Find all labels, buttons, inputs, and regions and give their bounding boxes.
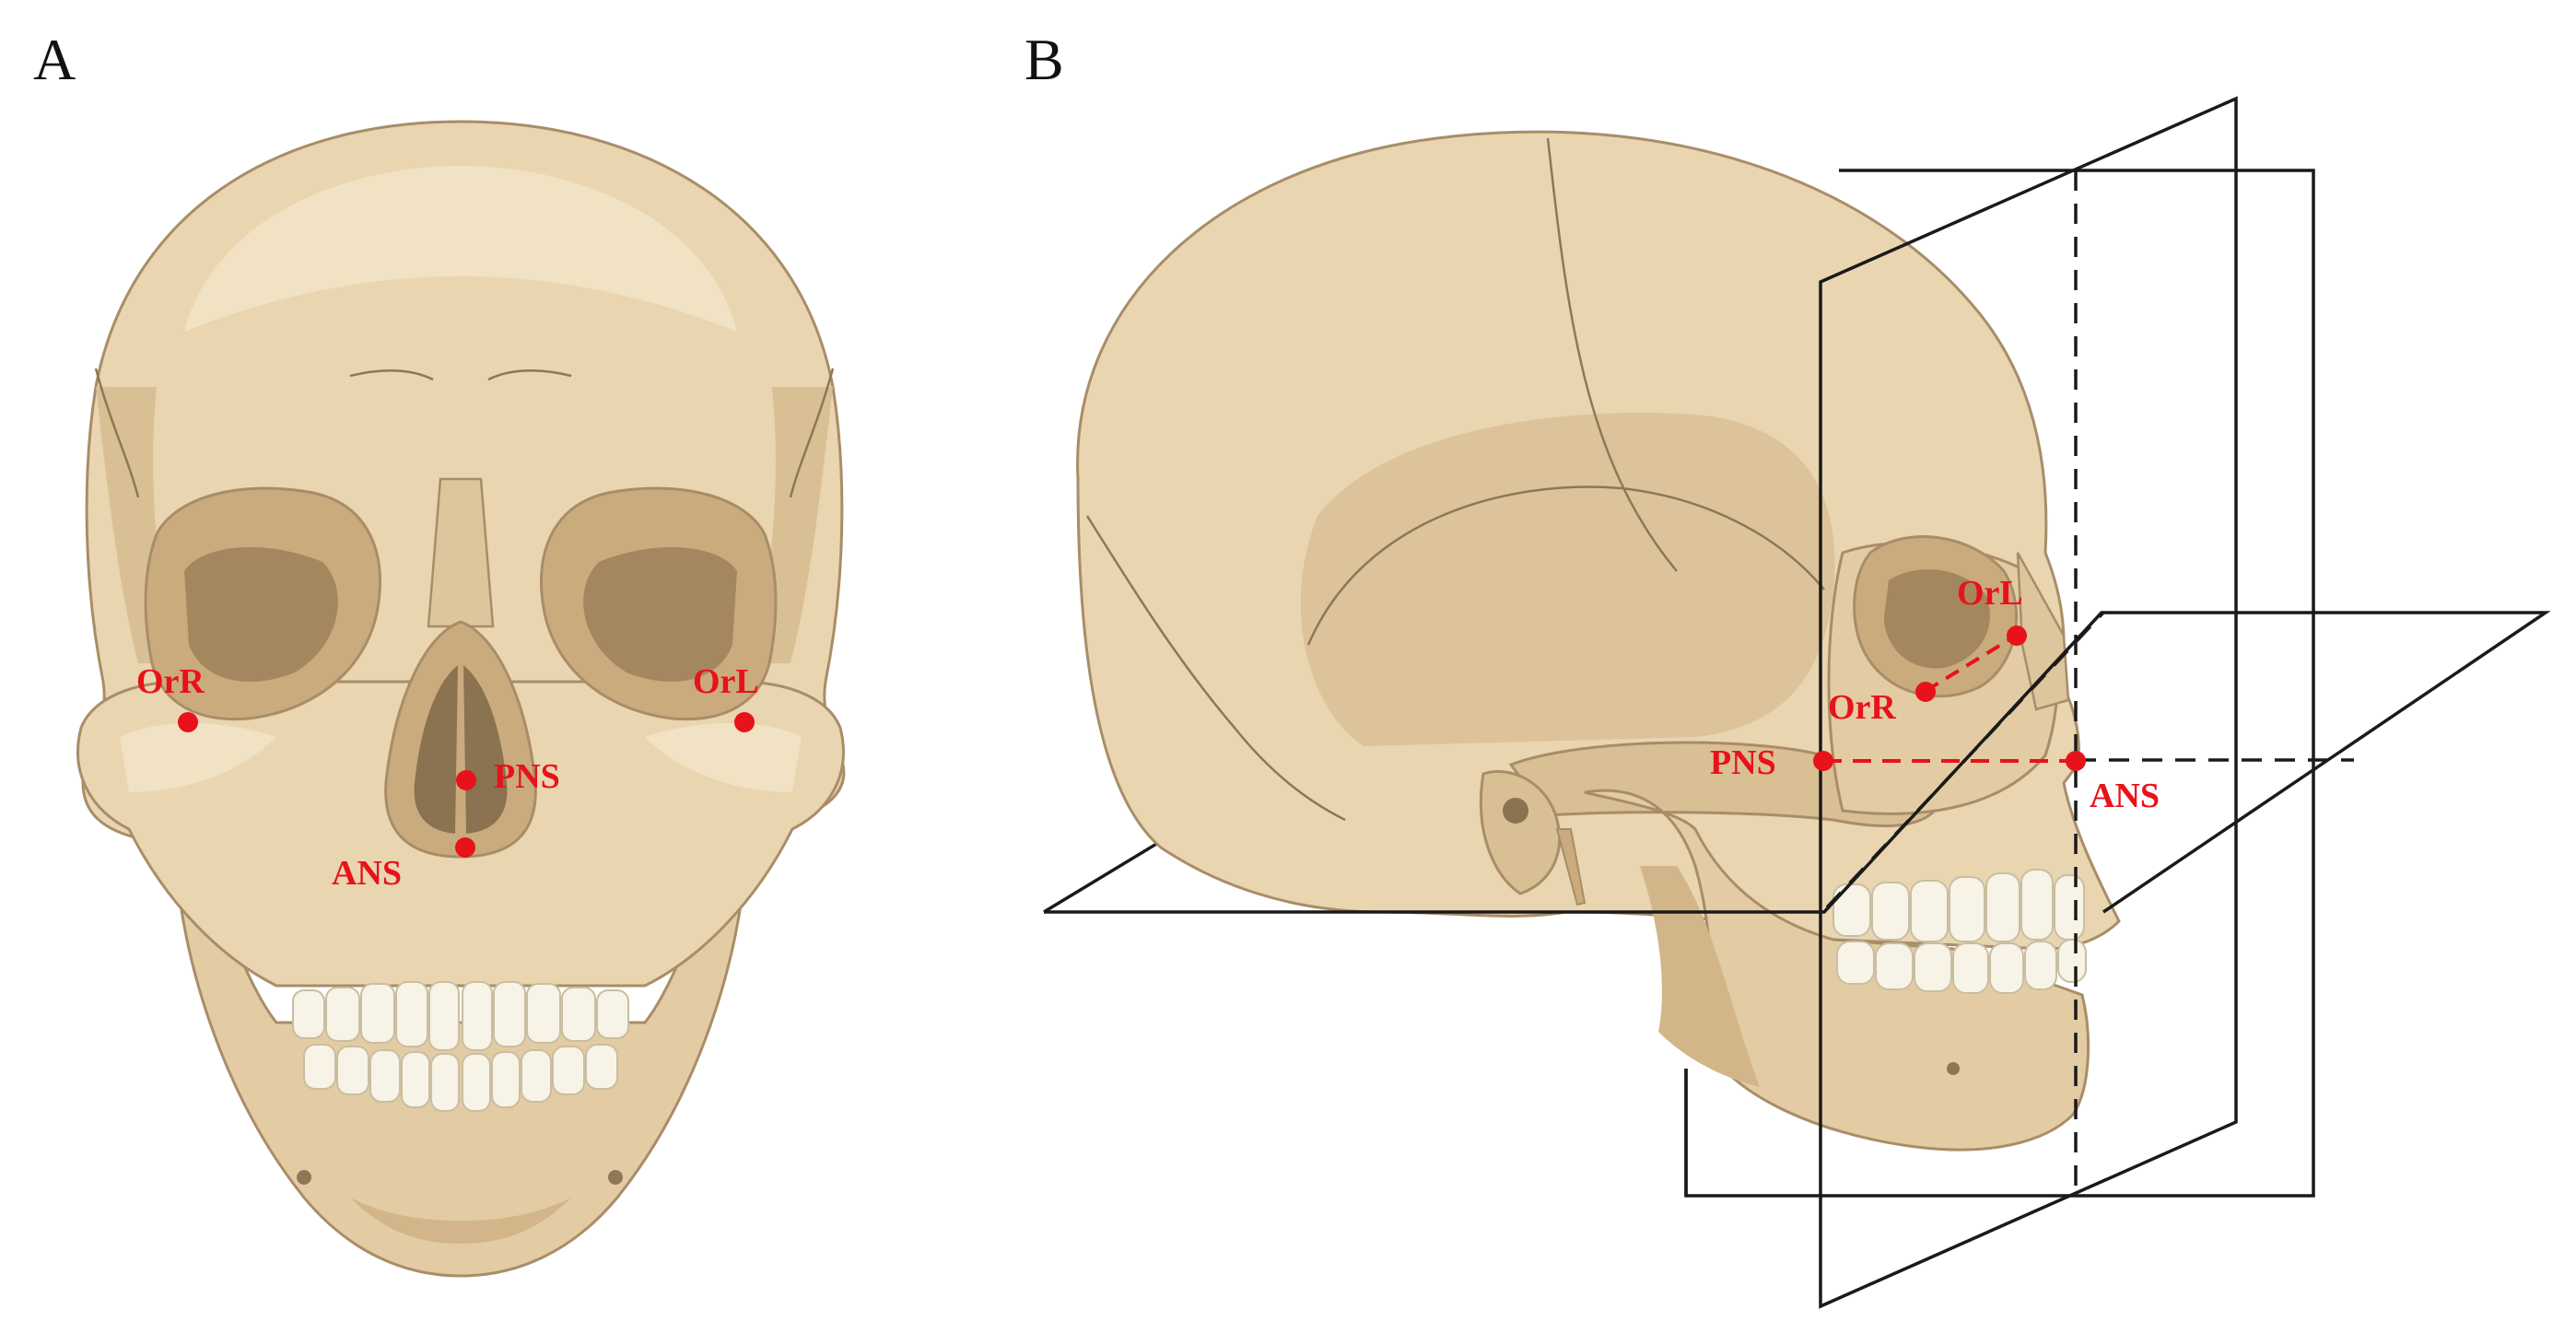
lateral-skull-illustration — [1076, 130, 2121, 1152]
lateral-coronal-suture — [1546, 137, 1678, 572]
frontal-upper-tooth — [360, 983, 395, 1044]
landmark-label-ans: ANS — [332, 854, 402, 893]
frontal-mandible — [173, 854, 748, 1278]
frontal-chin-shadow — [350, 1198, 571, 1244]
lateral-mandible-shade — [1640, 866, 1760, 1087]
frontal-forehead-highlight — [184, 166, 737, 332]
frontal-upper-tooth — [395, 981, 428, 1047]
lateral-upper-tooth — [1985, 872, 2020, 942]
landmark-point-orr-lateral — [1915, 682, 1936, 702]
landmark-point-orl — [734, 712, 755, 732]
frontal-lower-tooth — [521, 1049, 552, 1103]
frontal-mental-foramen-left — [297, 1170, 311, 1185]
lateral-lower-tooth — [2057, 939, 2087, 983]
frontal-mental-foramen-right — [608, 1170, 623, 1185]
reference-planes-front — [1044, 96, 2551, 1309]
lateral-styloid-process — [1555, 828, 1587, 906]
frontal-lower-teeth — [303, 1044, 618, 1112]
frontal-upper-tooth — [428, 981, 460, 1051]
frontal-lower-tooth — [303, 1044, 336, 1090]
frontal-upper-tooth — [462, 981, 493, 1051]
landmark-label-orr: OrR — [136, 662, 205, 701]
lateral-lower-tooth — [2024, 941, 2057, 990]
panel-a: A — [33, 27, 846, 1278]
landmark-label-pns: PNS — [494, 757, 560, 796]
lateral-lower-tooth — [1989, 942, 2024, 994]
frontal-lower-tooth — [430, 1053, 460, 1112]
frontal-lower-tooth — [336, 1046, 369, 1095]
frontal-coronal-suture-left — [94, 368, 140, 498]
frontal-lower-tooth — [462, 1053, 491, 1112]
frontal-coronal-suture-right — [789, 368, 835, 498]
frontal-lower-tooth — [552, 1046, 585, 1095]
frontal-right-cheek-highlight — [645, 723, 802, 792]
lateral-mastoid-process — [1479, 769, 1562, 895]
panel-b-letter: B — [1025, 27, 1064, 92]
frontal-nasal-bones — [427, 477, 495, 628]
lateral-lower-tooth — [1836, 941, 1875, 985]
landmark-label-ans-lateral: ANS — [2090, 777, 2160, 815]
landmark-point-ans-lateral — [2066, 751, 2086, 771]
frontal-upper-tooth — [596, 989, 629, 1039]
frontal-right-orbit-inner — [184, 546, 338, 682]
lateral-upper-teeth — [1832, 869, 2085, 942]
landmark-label-orl: OrL — [693, 662, 759, 701]
frontal-upper-tooth — [325, 987, 360, 1042]
landmark-label-orr-lateral: OrR — [1828, 688, 1896, 727]
lateral-upper-tooth — [1871, 882, 1910, 941]
orr-orl-line — [1924, 634, 2018, 693]
lateral-lower-tooth — [1952, 942, 1989, 994]
lateral-landmarks: OrL OrR PNS ANS — [1710, 574, 2160, 815]
frontal-upper-tooth — [292, 989, 325, 1039]
frontal-lower-tooth — [401, 1051, 430, 1108]
landmark-label-pns-lateral: PNS — [1710, 743, 1776, 782]
frontal-lower-tooth — [491, 1051, 521, 1108]
lateral-lower-tooth — [1914, 942, 1952, 992]
horizontal-plane-hidden-edge — [1825, 611, 2105, 909]
lateral-orbit-inner — [1884, 569, 1990, 669]
lateral-upper-tooth — [1832, 883, 1871, 937]
frontal-upper-tooth — [526, 983, 561, 1044]
frontal-landmarks: OrR OrL PNS ANS — [136, 662, 759, 893]
frontal-nasal-septum — [455, 663, 466, 834]
landmark-label-orl-lateral: OrL — [1957, 574, 2023, 613]
frontal-left-cheek-highlight — [120, 723, 276, 792]
lateral-upper-tooth — [2020, 869, 2054, 941]
frontal-upper-teeth — [292, 981, 629, 1051]
landmark-point-ans — [455, 837, 475, 858]
frontal-skull-illustration — [76, 120, 846, 1278]
frontal-upper-tooth — [561, 987, 596, 1042]
frontal-brow-line-right — [487, 368, 572, 381]
lateral-lower-teeth — [1836, 939, 2087, 994]
lateral-upper-tooth — [1910, 880, 1949, 942]
lateral-upper-tooth — [1949, 876, 1985, 942]
frontal-upper-tooth — [493, 981, 526, 1047]
lateral-squamosal-suture — [1306, 485, 1825, 646]
landmark-point-orr — [178, 712, 198, 732]
landmark-point-pns — [456, 770, 476, 790]
panel-b: B — [1025, 27, 2551, 1309]
lateral-ear-canal — [1503, 798, 1528, 824]
lateral-mental-foramen — [1947, 1062, 1960, 1075]
sagittal-plane — [1819, 96, 2238, 1309]
lateral-lower-tooth — [1875, 942, 1914, 990]
panel-a-letter: A — [33, 27, 76, 92]
landmark-point-pns-lateral — [1813, 751, 1833, 771]
frontal-left-orbit-inner — [583, 546, 737, 682]
lateral-temporal-fossa — [1300, 413, 1835, 746]
lateral-lambdoid-suture — [1085, 515, 1346, 822]
lateral-upper-tooth — [2054, 874, 2085, 941]
frontal-brow-line-left — [349, 368, 434, 381]
frontal-lower-tooth — [369, 1049, 401, 1103]
frontal-lower-tooth — [585, 1044, 618, 1090]
landmark-point-orl-lateral — [2007, 626, 2027, 646]
